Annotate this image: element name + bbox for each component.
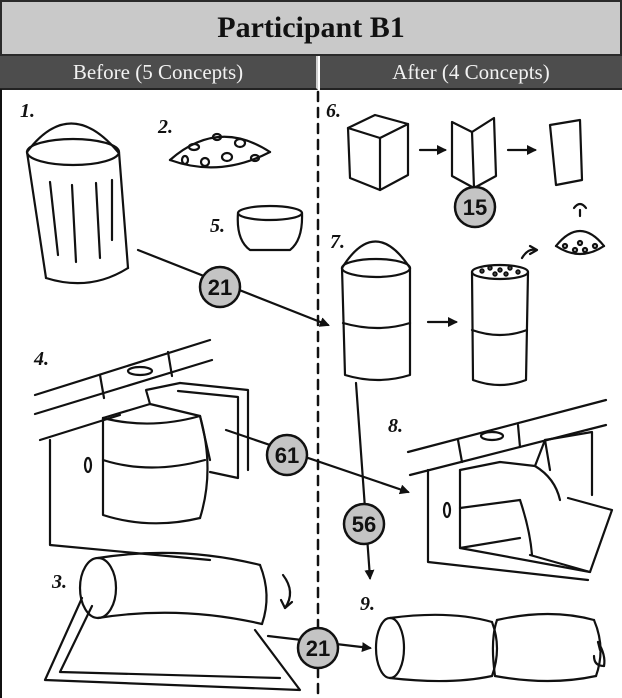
badge-56-label: 56 (352, 512, 376, 537)
drawer-bin-sketch (33, 338, 250, 562)
split-cylinder-sketch (374, 612, 606, 683)
stepped-drawer-bin-sketch (406, 398, 614, 582)
after-column-header: After (4 Concepts) (320, 56, 622, 90)
title-bar: Participant B1 (0, 0, 622, 56)
concept-label-6: 6. (326, 100, 341, 122)
folding-box-sketch (346, 113, 584, 192)
concept-label-4: 4. (33, 348, 49, 370)
arrow-4-to-8 (224, 428, 410, 495)
arrow-7-to-9 (354, 381, 375, 580)
after-column-label: After (4 Concepts) (392, 59, 550, 84)
before-column-header: Before (5 Concepts) (0, 56, 318, 90)
concept-label-1: 1. (20, 100, 35, 122)
roll-on-stand-sketch (43, 551, 302, 692)
small-bowl-sketch (236, 204, 304, 252)
figure-title: Participant B1 (217, 11, 405, 44)
badge-21-bottom-label: 21 (306, 636, 330, 661)
concept-label-3: 3. (51, 571, 67, 593)
badge-56: 56 (342, 502, 386, 546)
badge-61-label: 61 (275, 443, 299, 468)
badge-61: 61 (265, 433, 309, 477)
cylinder-with-lid-sketch (340, 202, 606, 387)
concept-label-9: 9. (360, 593, 375, 615)
badge-21-top: 21 (198, 265, 242, 309)
dotted-dome-lid-sketch (168, 132, 272, 169)
badge-21-top-label: 21 (208, 275, 232, 300)
concept-label-8: 8. (388, 415, 403, 437)
concept-label-2: 2. (157, 116, 173, 138)
badge-21-bottom: 21 (296, 626, 340, 670)
concept-label-5: 5. (210, 215, 225, 237)
badge-15: 15 (453, 185, 497, 229)
concept-label-7: 7. (330, 231, 345, 253)
badge-15-label: 15 (463, 195, 487, 220)
trash-can-sketch (25, 122, 130, 285)
before-column-label: Before (5 Concepts) (72, 59, 244, 84)
